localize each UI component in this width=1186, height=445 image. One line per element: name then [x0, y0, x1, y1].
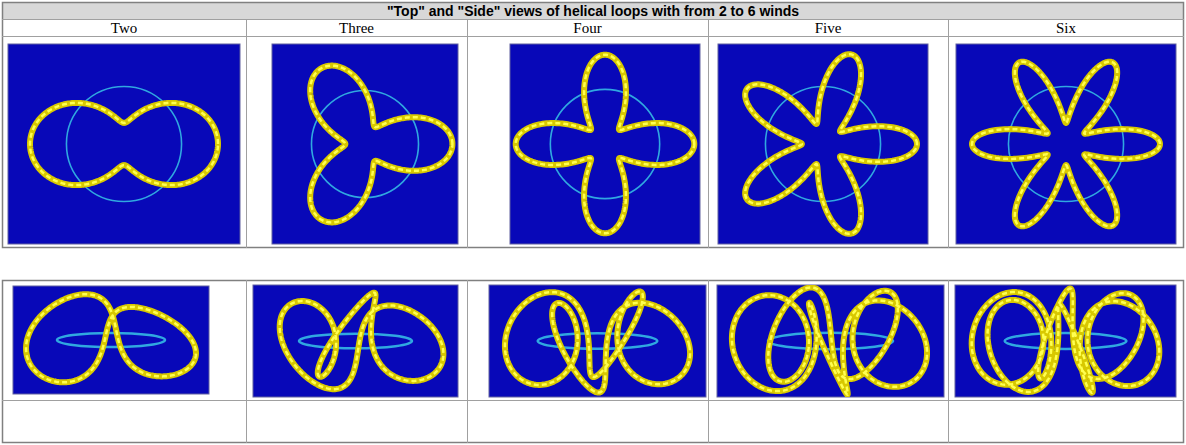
table-border	[3, 281, 1184, 443]
helix-loop-highlight	[310, 66, 452, 223]
helix-loop	[745, 54, 917, 234]
helix-loop-highlight	[732, 287, 927, 394]
top-view-image	[510, 44, 700, 244]
top-view-image	[956, 44, 1176, 244]
column-line	[948, 19, 949, 248]
column-line	[708, 19, 709, 248]
column-line	[246, 280, 247, 443]
guide-circle	[765, 86, 880, 201]
helix-loop	[505, 291, 690, 392]
guide-circle	[550, 89, 659, 198]
side-view-image	[717, 285, 944, 397]
column-line	[467, 19, 468, 248]
helix-loop-highlight	[30, 103, 218, 185]
helix-loop	[972, 289, 1160, 393]
helix-loop-highlight	[972, 62, 1160, 227]
guide-circle	[299, 334, 412, 349]
title-row	[2, 2, 1184, 19]
helix-loop	[280, 293, 444, 390]
helix-loop	[26, 294, 196, 382]
table-border	[3, 3, 1184, 248]
helix-loop	[732, 287, 927, 394]
row-line	[2, 400, 1184, 401]
column-header: Four	[467, 20, 708, 37]
guide-circle	[57, 333, 165, 347]
column-header: Five	[708, 20, 948, 37]
column-header: Two	[2, 20, 246, 37]
side-view-image	[13, 286, 209, 394]
helix-loop	[30, 103, 218, 185]
side-view-image	[489, 285, 706, 397]
row-line	[2, 36, 1184, 37]
guide-circle	[1005, 333, 1127, 349]
side-view-image	[253, 285, 458, 397]
helix-loop	[516, 55, 695, 234]
top-view-image	[718, 44, 928, 244]
top-view-image	[8, 44, 240, 244]
helix-loop-highlight	[505, 291, 690, 392]
helix-loop-highlight	[280, 293, 444, 390]
column-line	[948, 280, 949, 443]
guide-circle	[311, 90, 418, 197]
table-title: "Top" and "Side" views of helical loops …	[2, 3, 1184, 20]
helix-loop	[972, 62, 1160, 227]
column-line	[246, 19, 247, 248]
column-header: Three	[246, 20, 467, 37]
helix-loop-highlight	[745, 54, 917, 234]
column-line	[467, 280, 468, 443]
top-view-image	[272, 44, 458, 244]
column-header: Six	[948, 20, 1184, 37]
helix-loop	[310, 66, 452, 223]
side-view-image	[955, 285, 1176, 397]
helix-loop-highlight	[26, 294, 196, 382]
column-line	[708, 280, 709, 443]
helix-loop-highlight	[516, 55, 695, 234]
helix-loop-highlight	[972, 289, 1160, 393]
